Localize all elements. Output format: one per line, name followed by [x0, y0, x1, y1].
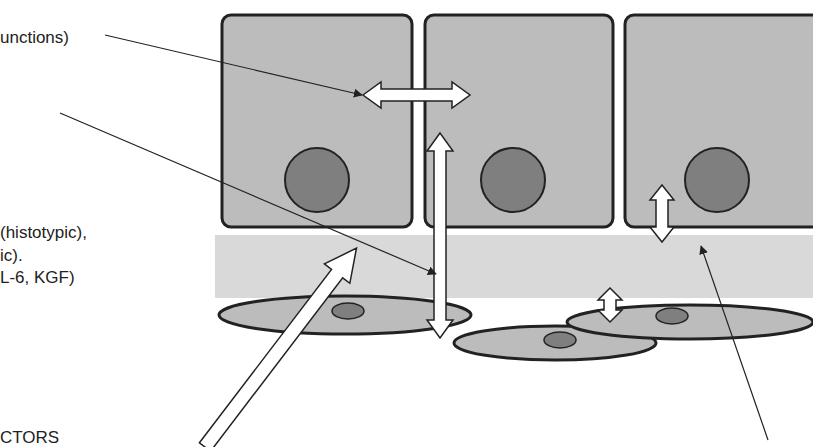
- leader-line: [60, 113, 436, 274]
- cell-nucleus: [285, 148, 349, 212]
- double-arrow: [650, 185, 674, 242]
- fibroblast-nucleus: [544, 332, 576, 348]
- callout-text: L-6, KGF): [0, 268, 75, 287]
- double-arrow: [427, 133, 453, 338]
- callout-text: (histotypic),: [0, 223, 87, 242]
- double-arrow: [363, 82, 470, 108]
- leader-line: [701, 246, 768, 440]
- hollow-arrow: [192, 238, 369, 447]
- cell-nucleus: [685, 148, 749, 212]
- leader-line: [105, 35, 362, 95]
- fibroblast-nucleus: [656, 308, 688, 324]
- callout-text: CTORS: [0, 428, 59, 447]
- callout-text: ic).: [0, 246, 23, 265]
- callout-text: unctions): [0, 28, 69, 47]
- cell-nucleus: [481, 148, 545, 212]
- hollow-arrow-shape: [192, 238, 369, 447]
- fibroblast-nucleus: [332, 303, 364, 319]
- basement-membrane: [215, 235, 813, 298]
- double-arrow: [598, 288, 622, 322]
- epithelial-cell: [425, 15, 613, 227]
